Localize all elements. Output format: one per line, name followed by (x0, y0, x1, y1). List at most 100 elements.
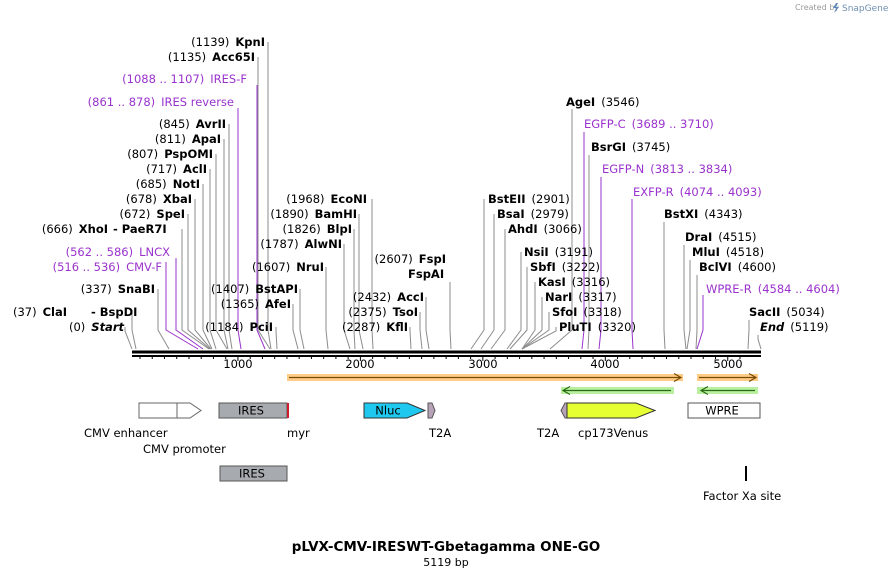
primer-label[interactable]: (562 .. 586)LNCX (66, 245, 171, 259)
plasmid-title: pLVX-CMV-IRESWT-Gbetagamma ONE-GO (292, 539, 601, 555)
primer-leader-line (696, 295, 704, 350)
plasmid-length: 5119 bp (423, 556, 468, 569)
feature-nluc[interactable]: Nluc (363, 402, 427, 419)
site-leader-lines (124, 42, 762, 350)
site-leader-line (449, 282, 452, 350)
primer-label[interactable]: (516 .. 536)CMV-F (53, 260, 162, 274)
site-leader-line (343, 244, 351, 350)
site-label[interactable]: (1968)EcoNI (286, 192, 367, 206)
site-label[interactable]: AgeI(3546) (566, 95, 639, 109)
brand-snapgene: SnapGene (842, 4, 889, 14)
ruler-label-2000: 2000 (345, 357, 374, 371)
site-label[interactable]: (672)SpeI (119, 207, 185, 221)
site-label[interactable]: (1407)BstAPI (211, 282, 298, 296)
site-label[interactable]: AhdI(3066) (508, 222, 582, 236)
site-label[interactable]: SfoI(3318) (552, 305, 622, 319)
site-label[interactable]: SbfI(3222) (530, 260, 600, 274)
primer-label[interactable]: (1088 .. 1107)IRES-F (122, 72, 247, 86)
site-label[interactable]: (678)XbaI (126, 192, 192, 206)
cmv-promoter-label: CMV promoter (143, 442, 226, 456)
site-label[interactable]: NsiI(3191) (524, 245, 593, 259)
feature-ires[interactable]: IRES (218, 402, 289, 419)
site-label[interactable]: KasI(3316) (538, 275, 610, 289)
primer-label[interactable]: EXFP-R(4074 .. 4093) (633, 185, 762, 199)
site-leader-line (470, 199, 485, 350)
site-leader-line (194, 199, 212, 350)
feature-t2a-2[interactable] (560, 402, 568, 419)
site-label[interactable]: (685)NotI (136, 177, 200, 191)
site-leader-line (587, 155, 590, 350)
site-leader-line (480, 214, 495, 350)
site-leader-line (683, 245, 687, 350)
site-leader-line (358, 214, 364, 350)
site-leader-line (124, 327, 133, 350)
primer-leader-line (237, 108, 242, 350)
feature-t2a-1[interactable] (427, 402, 436, 419)
site-label[interactable]: - BspDI (91, 305, 137, 319)
site-label[interactable]: BstEII(2901) (488, 192, 570, 206)
site-label[interactable]: - PaeR7I (113, 222, 167, 236)
site-leader-line (353, 229, 356, 350)
feature-cp173venus[interactable] (566, 402, 657, 419)
ruler-label-4000: 4000 (590, 357, 619, 371)
site-leader-line (509, 267, 528, 350)
site-label[interactable]: End(5119) (760, 320, 829, 334)
site-label[interactable]: SacII(5034) (749, 305, 825, 319)
primer-label[interactable]: EGFP-N(3813 .. 3834) (602, 162, 732, 176)
primer-leader-line (581, 132, 585, 350)
ruler-label-3000: 3000 (468, 357, 497, 371)
site-label[interactable]: DraI(4515) (685, 230, 757, 244)
feature-ires-lower[interactable]: IRES (219, 465, 288, 482)
site-leader-line (521, 312, 550, 350)
site-leader-line (209, 169, 217, 350)
site-label[interactable]: (2287)KflI (342, 320, 408, 334)
site-leader-line (521, 297, 543, 350)
site-label[interactable]: (1135)Acc65I (168, 50, 255, 64)
site-label[interactable]: (2607)FspI (375, 252, 446, 266)
site-leader-line (157, 289, 170, 350)
site-label[interactable]: (1890)BamHI (270, 207, 357, 221)
site-label[interactable]: FspAI (408, 267, 444, 281)
site-label[interactable]: NarI(3317) (545, 290, 617, 304)
primer-label[interactable]: (861 .. 878)IRES reverse (88, 95, 234, 109)
nluc-label: Nluc (375, 404, 400, 418)
site-label[interactable]: (1139)KpnI (191, 35, 265, 49)
site-label[interactable]: (1607)NruI (252, 260, 324, 274)
site-leader-line (419, 312, 423, 350)
cp173venus-label: cp173Venus (578, 426, 648, 440)
site-label[interactable]: (666)XhoI (42, 222, 108, 236)
site-label[interactable]: (1365)AfeI (221, 297, 291, 311)
site-label[interactable]: (2375)TsoI (348, 305, 418, 319)
site-label[interactable]: (1787)AlwNI (260, 237, 342, 251)
feature-cmv-enhancer[interactable] (138, 402, 178, 419)
site-label[interactable]: (1184)PciI (205, 320, 273, 334)
site-label[interactable]: (337)SnaBI (81, 282, 155, 296)
site-label[interactable]: BclVI(4600) (699, 260, 776, 274)
t2a-1-label: T2A (428, 426, 451, 440)
site-label[interactable]: (2432)AccI (353, 290, 424, 304)
primer-leader-line (175, 258, 204, 350)
site-label[interactable]: (37)ClaI (13, 305, 67, 319)
site-label[interactable]: MluI(4518) (692, 245, 764, 259)
primer-label[interactable]: EGFP-C(3689 .. 3710) (584, 117, 714, 131)
site-label[interactable]: (1826)BlpI (283, 222, 352, 236)
site-leader-line (747, 320, 750, 350)
site-label[interactable]: BsaI(2979) (497, 207, 569, 221)
site-label[interactable]: BsrGI(3745) (591, 140, 670, 154)
site-label[interactable]: (717)AclI (146, 162, 207, 176)
site-leader-line (371, 199, 374, 350)
orf-arrow-orange-long (287, 372, 683, 383)
site-label[interactable]: PluTI(3320) (559, 320, 636, 334)
feature-wpre[interactable]: WPRE (687, 402, 761, 419)
site-leader-line (757, 335, 762, 350)
site-label[interactable]: BstXI(4343) (664, 207, 743, 221)
site-label[interactable]: (807)PspOMI (127, 147, 213, 161)
feature-cmv-promoter[interactable] (176, 402, 202, 419)
primer-leader-line (631, 199, 634, 350)
ires-label: IRES (238, 404, 264, 418)
site-label[interactable]: (845)AvrII (159, 117, 226, 131)
site-label[interactable]: (0)Start (69, 320, 125, 334)
primer-label[interactable]: WPRE-R(4584 .. 4604) (706, 282, 840, 296)
myr-label: myr (287, 426, 310, 440)
site-label[interactable]: (811)ApaI (155, 132, 221, 146)
